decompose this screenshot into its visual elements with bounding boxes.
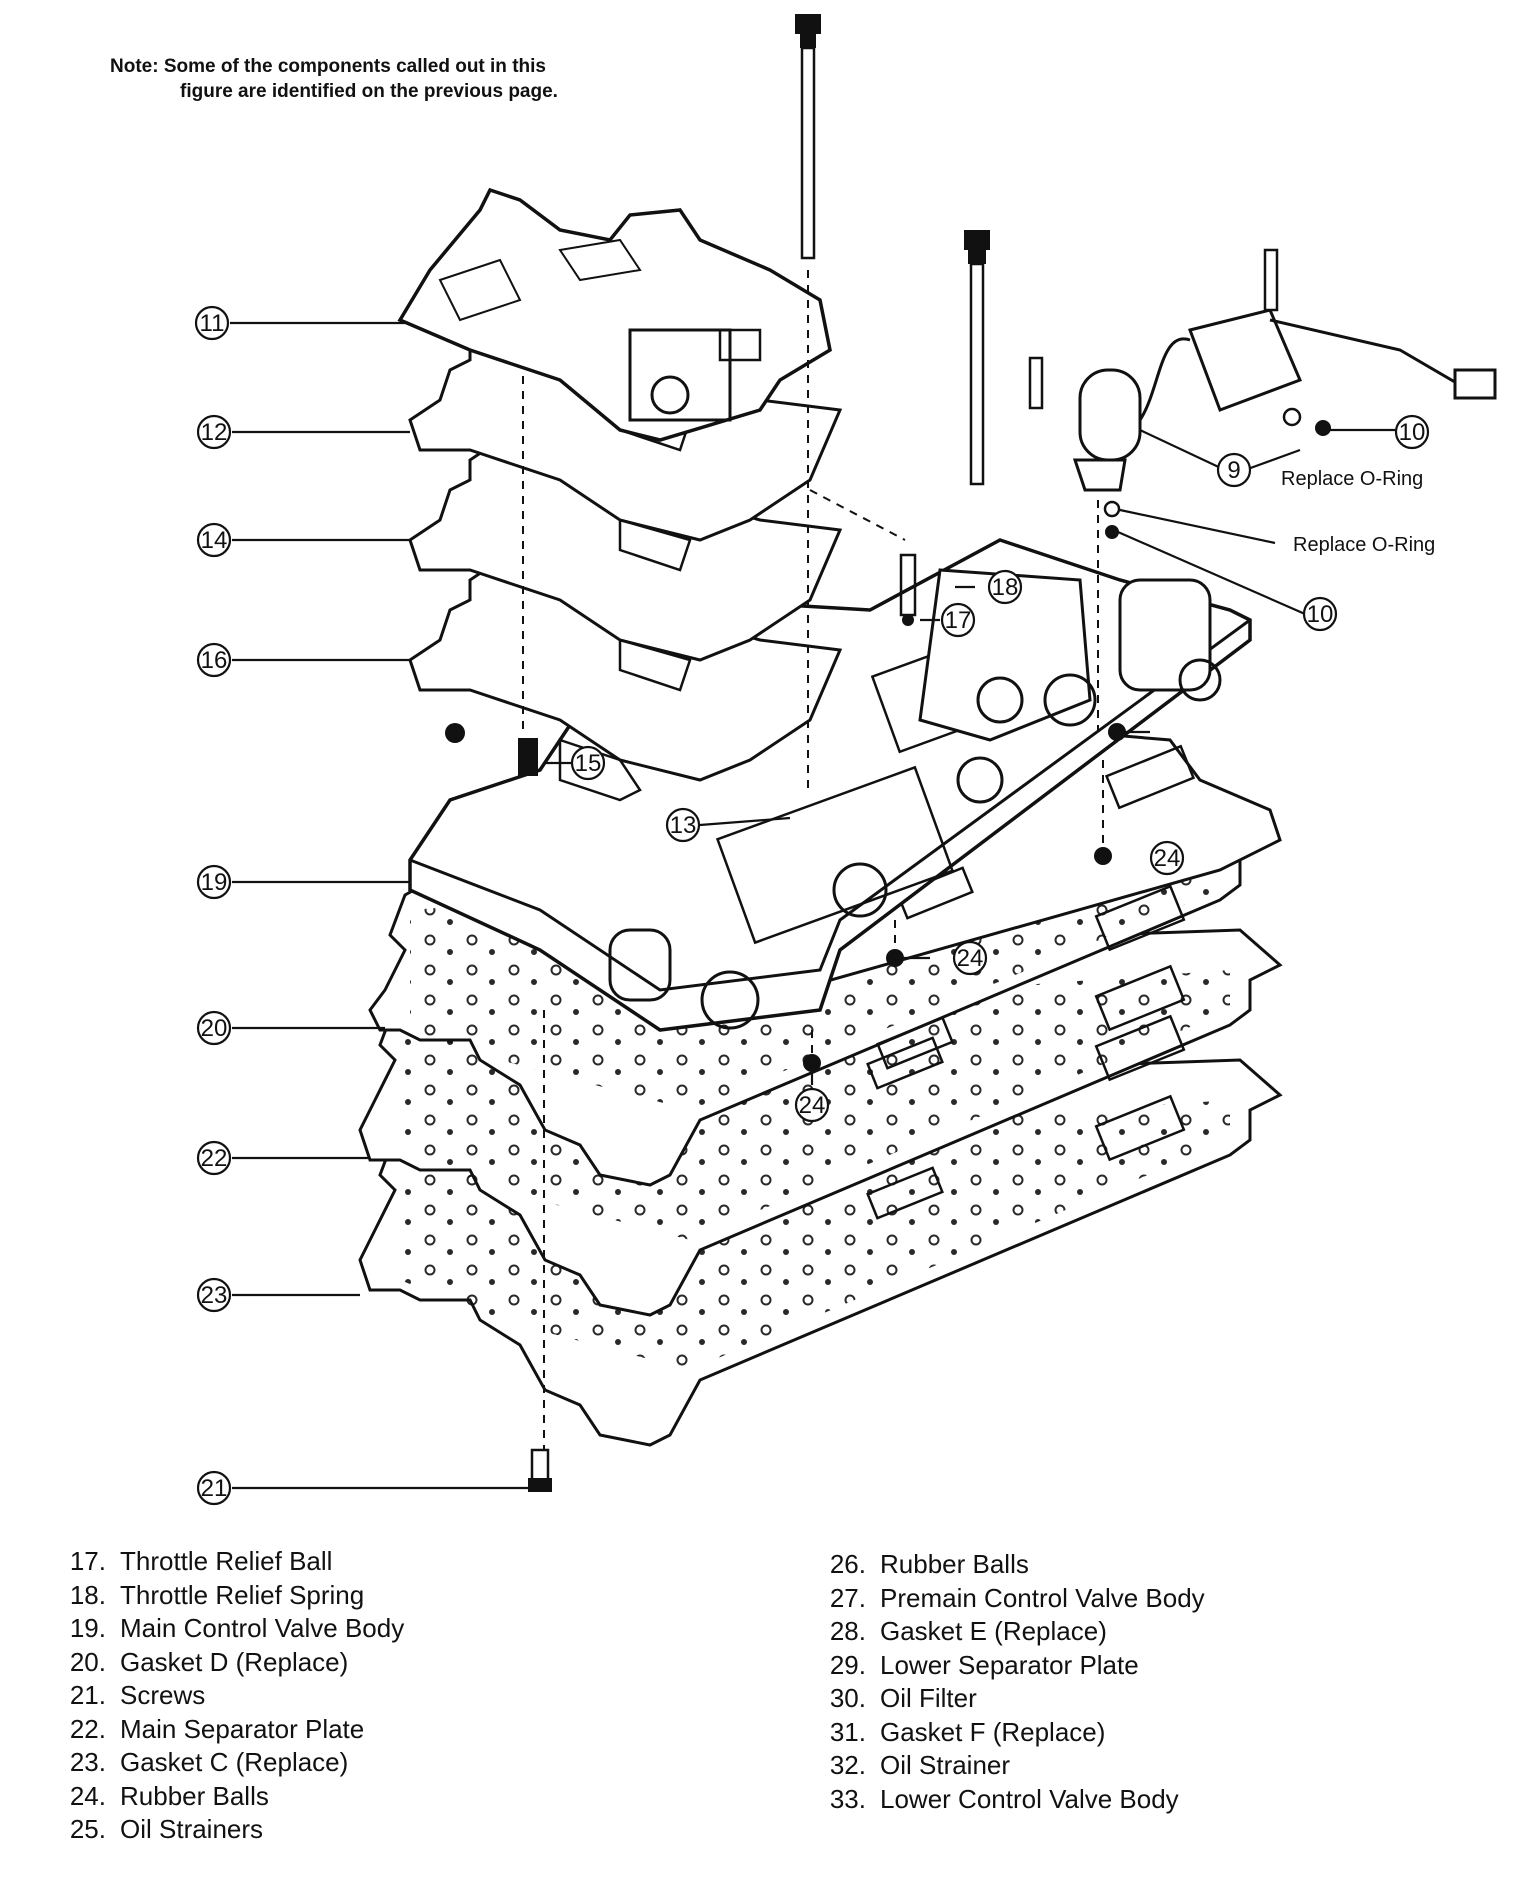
callout-18: 18 (987, 569, 1023, 605)
leader-lines (230, 321, 1395, 1490)
spring-15 (518, 738, 538, 776)
svg-text:19: 19 (201, 869, 228, 896)
screw-bottom (528, 1448, 552, 1492)
svg-text:23: 23 (201, 1282, 228, 1309)
rubber-ball (445, 723, 465, 743)
svg-text:13: 13 (670, 812, 697, 839)
legend-row: 27.Premain Control Valve Body (829, 1582, 1205, 1613)
svg-text:10: 10 (1399, 419, 1426, 446)
svg-text:16: 16 (201, 647, 228, 674)
svg-text:15: 15 (575, 750, 602, 777)
legend-row: 33.Lower Control Valve Body (829, 1783, 1179, 1814)
callout-19: 19 (196, 864, 232, 900)
callout-20: 20 (196, 1010, 232, 1046)
callout-11: 11 (194, 305, 230, 341)
callout-17: 17 (940, 602, 976, 638)
plate-16 (408, 558, 843, 782)
svg-text:12: 12 (201, 419, 228, 446)
legend-row: 22.Main Separator Plate (69, 1713, 365, 1744)
note-line-2: figure are identified on the previous pa… (180, 81, 558, 102)
callout-21: 21 (196, 1470, 232, 1506)
parts-legend-right: 26.Rubber Balls 27.Premain Control Valve… (810, 1548, 1205, 1816)
legend-row: 19.Main Control Valve Body (69, 1613, 405, 1643)
callout-13: 13 (665, 807, 701, 843)
legend-row: 17.Throttle Relief Ball (69, 1546, 333, 1576)
callout-24-lower: 24 (794, 1087, 830, 1123)
svg-text:24: 24 (799, 1092, 826, 1119)
svg-text:11: 11 (200, 310, 225, 337)
parts-legend-left: 17.Throttle Relief Ball 18.Throttle Reli… (50, 1545, 404, 1847)
callout-14: 14 (196, 522, 232, 558)
svg-text:24: 24 (1154, 845, 1181, 872)
ball-17 (902, 614, 914, 626)
legend-row: 26.Rubber Balls (829, 1549, 1029, 1579)
replace-o-ring-label-middle: Replace O-Ring (1293, 534, 1435, 556)
callout-16: 16 (196, 642, 232, 678)
svg-text:9: 9 (1227, 457, 1240, 484)
svg-text:10: 10 (1307, 601, 1334, 628)
legend-row: 21.Screws (69, 1680, 206, 1710)
solenoid-large (1138, 248, 1497, 421)
figure-note: Note: Some of the components called out … (110, 54, 558, 104)
callout-24-middle: 24 (952, 940, 988, 976)
callout-15: 15 (570, 745, 606, 781)
alignment-lines (522, 270, 1104, 1450)
callout-12: 12 (196, 414, 232, 450)
callout-22: 22 (196, 1140, 232, 1176)
legend-row: 18.Throttle Relief Spring (69, 1579, 365, 1610)
o-ring (1282, 407, 1302, 427)
callout-10-middle: 10 (1302, 596, 1338, 632)
callout-10-top: 10 (1394, 414, 1430, 450)
legend-row: 24.Rubber Balls (69, 1780, 269, 1811)
legend-row: 30.Oil Filter (829, 1683, 977, 1713)
svg-text:18: 18 (992, 574, 1019, 601)
solenoid-small (1028, 356, 1142, 492)
o-ring (1105, 525, 1119, 539)
replace-o-ring-label-top: Replace O-Ring (1281, 468, 1423, 490)
plate-14 (408, 438, 843, 662)
legend-row: 20.Gasket D (Replace) (69, 1646, 349, 1677)
note-line-1: Note: Some of the components called out … (110, 56, 546, 77)
callout-9: 9 (1216, 452, 1252, 488)
svg-text:20: 20 (201, 1015, 228, 1042)
legend-row: 25.Oil Strainers (69, 1814, 264, 1844)
callout-24-right: 24 (1149, 840, 1185, 876)
svg-text:17: 17 (945, 607, 972, 634)
upper-valve-body (397, 187, 832, 442)
legend-row: 32.Oil Strainer (829, 1750, 1011, 1780)
svg-text:14: 14 (201, 527, 228, 554)
o-ring (1315, 420, 1331, 436)
legend-row: 23.Gasket C (Replace) (69, 1747, 349, 1777)
long-bolt-center (795, 14, 821, 260)
callout-23: 23 (196, 1277, 232, 1313)
long-bolt-right (964, 230, 990, 486)
legend-row: 28.Gasket E (Replace) (829, 1616, 1107, 1646)
o-ring (1103, 500, 1121, 518)
exploded-view-diagram: 11 12 14 16 19 20 22 23 21 15 13 17 (194, 14, 1497, 1506)
svg-text:22: 22 (201, 1145, 228, 1172)
legend-row: 29.Lower Separator Plate (829, 1649, 1139, 1680)
svg-text:21: 21 (201, 1475, 228, 1502)
legend-row: 31.Gasket F (Replace) (829, 1716, 1106, 1747)
svg-text:24: 24 (957, 945, 984, 972)
rubber-ball (1094, 847, 1112, 865)
